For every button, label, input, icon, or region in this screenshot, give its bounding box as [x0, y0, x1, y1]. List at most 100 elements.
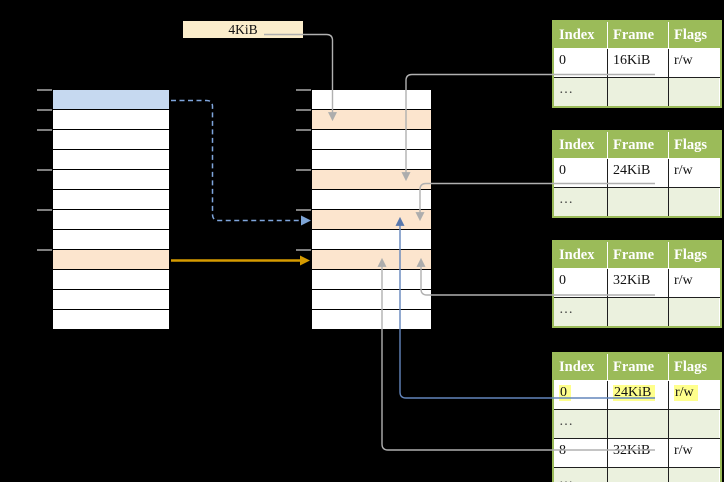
frame-table-header-cell: Frame [608, 354, 668, 380]
page-table-entry-row [312, 250, 431, 270]
frame-table-cell-text: 0 [559, 163, 566, 178]
frame-table-cell: … [554, 410, 608, 438]
page-table-entry-row [312, 170, 431, 190]
frame-table-cell-text: 0 [559, 273, 566, 288]
frame-table-cell: 0 [554, 381, 608, 409]
frame-table-cell-text: … [559, 82, 573, 97]
frame-table-cell: r/w [669, 159, 719, 187]
frame-table-row: 8 32KiB r/w [554, 438, 720, 467]
frame-table-cell-text: r/w [674, 53, 693, 68]
frame-table-cell [669, 410, 719, 438]
frame-table-cell: 32KiB [608, 439, 669, 467]
page-size-box: 4KiB [183, 21, 303, 38]
tick-mark [37, 129, 52, 131]
frame-table-cell: 24KiB [608, 381, 669, 409]
page-table-entry-row [312, 130, 431, 150]
page-table-entry-row [53, 270, 169, 290]
frame-table-cell: 0 [554, 269, 608, 297]
frame-table-row: 0 16KiB r/w [554, 49, 720, 77]
tick-mark [296, 89, 311, 91]
frame-table-cell [608, 78, 669, 106]
frame-table-cell-text: 32KiB [613, 443, 651, 458]
frame-table-cell-text: … [559, 414, 573, 429]
frame-table-row: 0 24KiB r/w [554, 159, 720, 187]
tick-mark [296, 209, 311, 211]
frame-table-header-cell: Flags [669, 354, 720, 380]
page-table-entry-row [53, 210, 169, 230]
page-size-label: 4KiB [228, 22, 258, 37]
frame-table-cell-text: … [559, 302, 573, 317]
page-table-entry-row [312, 150, 431, 170]
page-table-entry-row [53, 190, 169, 210]
frame-table-cell [608, 468, 669, 482]
frame-table-row: 0 24KiB r/w [554, 381, 720, 409]
page-table-entry-row [53, 130, 169, 150]
frame-table-cell-text: 24KiB [613, 163, 651, 178]
first-level-page-table [37, 89, 170, 331]
frame-table-cell: r/w [669, 49, 719, 77]
frame-table-cell-text: r/w [674, 443, 693, 458]
frame-table-header-cell: Flags [669, 242, 720, 268]
page-table-entry-row [53, 250, 169, 270]
frame-table-row: … [554, 409, 720, 438]
frame-table-header-cell: Index [554, 354, 607, 380]
tick-mark [37, 169, 52, 171]
frame-table-header-cell: Frame [608, 242, 668, 268]
frame-table-cell-text: 16KiB [613, 53, 651, 68]
frame-table-cell: 0 [554, 159, 608, 187]
frame-table-header-cell: Flags [669, 132, 720, 158]
page-table-entry-row [312, 230, 431, 250]
tick-mark [37, 209, 52, 211]
frame-table-cell: 8 [554, 439, 608, 467]
frame-table-row: 0 32KiB r/w [554, 269, 720, 297]
frame-table-row: … [554, 467, 720, 482]
frame-table-cell: … [554, 78, 608, 106]
frame-table-header-cell: Flags [669, 22, 720, 48]
page-table-entry-row [53, 290, 169, 310]
page-table-entry-row [312, 290, 431, 310]
frame-table-cell-text: 0 [559, 53, 566, 68]
frame-table-cell-text: 0 [559, 385, 571, 401]
page-table-entry-row [312, 270, 431, 290]
frame-table-cell [669, 298, 719, 326]
arrow-left-row0-to-middle-row6 [171, 99, 311, 226]
page-table-entry-row [312, 310, 431, 330]
tick-mark [37, 249, 52, 251]
page-table-entry-row [312, 190, 431, 210]
frame-table-cell-text: … [559, 192, 573, 207]
frame-table-cell: r/w [669, 381, 719, 409]
page-table-entry-row [312, 90, 431, 110]
page-table-entry-row [53, 170, 169, 190]
frame-table-cell-text: … [559, 472, 573, 482]
frame-table-cell: r/w [669, 269, 719, 297]
frame-table-row: … [554, 187, 720, 216]
tick-mark [37, 109, 52, 111]
page-table-entry-row [53, 310, 169, 330]
tick-mark [296, 129, 311, 131]
frame-table-cell [608, 410, 669, 438]
second-level-page-table [296, 89, 432, 331]
frame-table-header-cell: Index [554, 242, 607, 268]
frame-table-cell-text: 8 [559, 443, 566, 458]
frame-table-cell: … [554, 468, 608, 482]
frame-table-cell [608, 188, 669, 216]
frame-table-cell-text: r/w [674, 273, 693, 288]
frame-table-cell [669, 468, 719, 482]
frame-table-cell [669, 78, 719, 106]
page-table-entry-row [53, 90, 169, 110]
page-table-entry-row [53, 150, 169, 170]
frame-table-cell-text: 32KiB [613, 273, 651, 288]
tick-mark [296, 169, 311, 171]
frame-table-cell [608, 298, 669, 326]
frame-table-header-cell: Frame [608, 132, 668, 158]
frame-table-cell-text: r/w [674, 385, 698, 401]
frame-table-cell: 16KiB [608, 49, 669, 77]
